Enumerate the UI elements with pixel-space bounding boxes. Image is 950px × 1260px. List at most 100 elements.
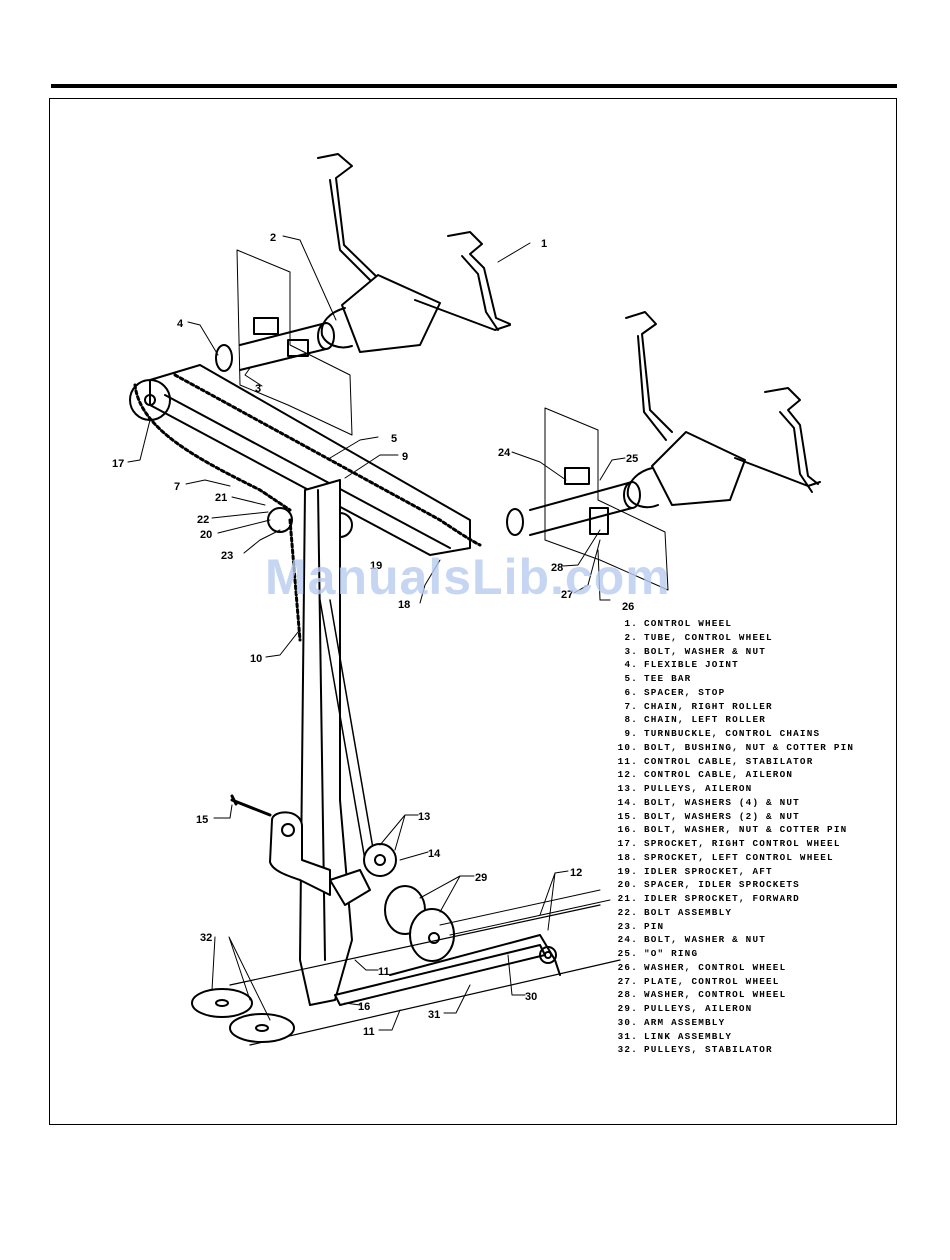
callout-9: 9 bbox=[402, 451, 408, 463]
watermark: ManualsLib.com bbox=[265, 549, 671, 605]
legend-label: LINK ASSEMBLY bbox=[644, 1030, 733, 1042]
legend-label: TEE BAR bbox=[644, 673, 692, 684]
legend-number: 32. bbox=[617, 1044, 638, 1056]
callout-31: 31 bbox=[428, 1009, 440, 1021]
legend-label: ARM ASSEMBLY bbox=[644, 1016, 726, 1028]
callout-12: 12 bbox=[570, 867, 582, 879]
legend-number: 11. bbox=[617, 755, 638, 767]
legend-number: 18. bbox=[617, 851, 638, 863]
legend-item: 5.TEE BAR bbox=[612, 672, 854, 686]
top-rule bbox=[51, 84, 897, 88]
legend-number: 1. bbox=[624, 618, 638, 629]
callout-17: 17 bbox=[112, 458, 124, 470]
pulley-aileron-c bbox=[409, 908, 455, 962]
callout-11b: 11 bbox=[363, 1026, 375, 1038]
legend-item: 23.PIN bbox=[612, 920, 854, 934]
legend-label: SPACER, IDLER SPROCKETS bbox=[644, 879, 800, 891]
legend-item: 20. SPACER, IDLER SPROCKETS bbox=[612, 878, 854, 892]
legend-number: 31. bbox=[617, 1030, 638, 1042]
legend-item: 12. CONTROL CABLE, AILERON bbox=[612, 768, 854, 782]
legend-item: 7.CHAIN, RIGHT ROLLER bbox=[612, 700, 854, 714]
floor-cable-lower bbox=[249, 959, 621, 1046]
legend-item: 6.SPACER, STOP bbox=[612, 686, 854, 700]
legend-item: 25."O" RING bbox=[612, 947, 854, 961]
legend-item: 14.BOLT, WASHERS (4) & NUT bbox=[612, 796, 854, 810]
legend-label: TURNBUCKLE, CONTROL CHAINS bbox=[644, 728, 821, 739]
legend-number: 23. bbox=[617, 920, 638, 932]
legend-label: SPROCKET, RIGHT CONTROL WHEEL bbox=[644, 838, 841, 849]
bolt bbox=[230, 794, 272, 817]
legend-item: 10.BOLT, BUSHING, NUT & COTTER PIN bbox=[612, 741, 854, 755]
legend-item: 15.BOLT, WASHERS (2) & NUT bbox=[612, 810, 854, 824]
callout-11a: 11 bbox=[378, 966, 390, 978]
callout-18: 18 bbox=[398, 599, 410, 611]
legend-number: 20. bbox=[617, 879, 638, 891]
legend-number: 7. bbox=[624, 700, 638, 712]
callout-24: 24 bbox=[498, 447, 511, 459]
callout-19: 19 bbox=[370, 560, 382, 572]
legend-item: 2.TUBE, CONTROL WHEEL bbox=[612, 631, 854, 645]
callout-23: 23 bbox=[221, 550, 233, 562]
left-panel bbox=[236, 249, 353, 436]
legend-number: 14. bbox=[617, 796, 638, 808]
legend-label: PULLEYS, STABILATOR bbox=[644, 1044, 773, 1056]
callout-4: 4 bbox=[177, 318, 184, 330]
legend-item: 29. PULLEYS, AILERON bbox=[612, 1002, 854, 1016]
callout-15: 15 bbox=[196, 814, 208, 826]
legend-label: PULLEYS, AILERON bbox=[644, 783, 753, 794]
callout-2: 2 bbox=[270, 232, 276, 244]
bracket bbox=[269, 811, 331, 896]
legend-number: 6. bbox=[624, 686, 638, 698]
legend-number: 4. bbox=[624, 659, 638, 671]
idler-sprocket-forward bbox=[267, 507, 293, 533]
legend-number: 3. bbox=[624, 645, 638, 657]
legend-item: 3. BOLT, WASHER & NUT bbox=[612, 645, 854, 659]
legend-label: "O" RING bbox=[644, 948, 699, 959]
legend-number: 29. bbox=[617, 1003, 638, 1014]
callout-30: 30 bbox=[525, 991, 537, 1003]
legend-item: 27.PLATE, CONTROL WHEEL bbox=[612, 975, 854, 989]
legend-number: 26. bbox=[617, 961, 638, 973]
legend-number: 22. bbox=[617, 906, 638, 918]
legend-number: 9. bbox=[624, 728, 638, 739]
callout-22: 22 bbox=[197, 514, 209, 526]
legend-label: CONTROL WHEEL bbox=[644, 618, 733, 629]
legend-number: 16. bbox=[617, 824, 638, 836]
legend-label: IDLER SPROCKET, AFT bbox=[644, 865, 773, 877]
legend-item: 30.ARM ASSEMBLY bbox=[612, 1016, 854, 1030]
left-control-wheel bbox=[317, 153, 511, 353]
right-control-wheel bbox=[625, 311, 821, 509]
legend-number: 17. bbox=[617, 838, 638, 849]
legend-number: 28. bbox=[617, 989, 638, 1001]
legend-label: PULLEYS, AILERON bbox=[644, 1003, 753, 1014]
callout-21: 21 bbox=[215, 492, 227, 504]
pulley-aileron-a bbox=[363, 843, 397, 877]
legend-item: 11.CONTROL CABLE, STABILATOR bbox=[612, 755, 854, 769]
legend-number: 12. bbox=[617, 769, 638, 781]
legend-item: 19.IDLER SPROCKET, AFT bbox=[612, 865, 854, 879]
floor-cable-upper bbox=[229, 904, 601, 986]
callout-14: 14 bbox=[428, 848, 441, 860]
callout-3: 3 bbox=[255, 383, 261, 395]
legend-number: 24. bbox=[617, 934, 638, 946]
legend-label: BOLT, WASHER & NUT bbox=[644, 645, 767, 657]
legend-item: 9. TURNBUCKLE, CONTROL CHAINS bbox=[612, 727, 854, 741]
legend-item: 28. WASHER, CONTROL WHEEL bbox=[612, 988, 854, 1002]
right-chain bbox=[133, 383, 292, 512]
legend-number: 8. bbox=[624, 714, 638, 726]
callout-1: 1 bbox=[541, 238, 547, 250]
legend-label: PLATE, CONTROL WHEEL bbox=[644, 975, 780, 987]
callout-26: 26 bbox=[622, 601, 634, 613]
legend-label: CONTROL CABLE, AILERON bbox=[644, 769, 794, 781]
legend-item: 31. LINK ASSEMBLY bbox=[612, 1030, 854, 1044]
callout-7: 7 bbox=[174, 481, 180, 493]
legend-item: 13.PULLEYS, AILERON bbox=[612, 782, 854, 796]
legend-label: BOLT, WASHER, NUT & COTTER PIN bbox=[644, 824, 848, 836]
callout-29: 29 bbox=[475, 872, 487, 884]
legend-label: BOLT ASSEMBLY bbox=[644, 906, 733, 918]
legend-label: WASHER, CONTROL WHEEL bbox=[644, 989, 787, 1001]
legend-item: 32. PULLEYS, STABILATOR bbox=[612, 1043, 854, 1057]
left-tube bbox=[215, 317, 335, 372]
